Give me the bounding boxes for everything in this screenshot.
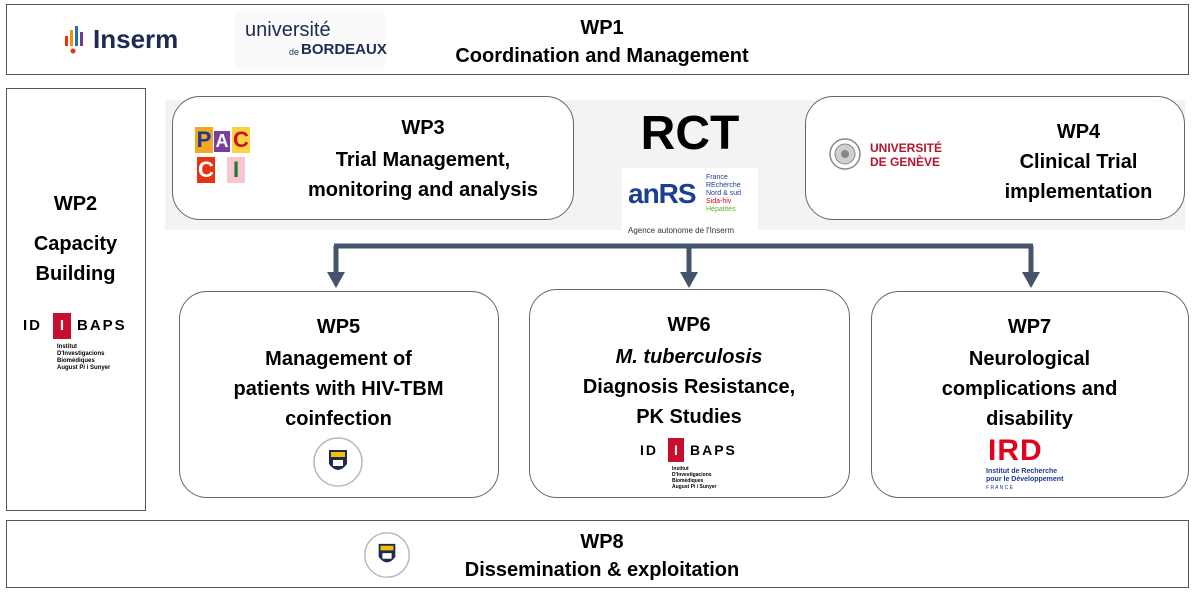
wp7-code: WP7: [1007, 316, 1052, 338]
wp8-title: Dissemination & exploitation: [464, 559, 740, 581]
unige-seal-icon: [829, 138, 861, 170]
rct-label: RCT: [640, 107, 740, 160]
idibaps-logo: ID I BAPS Institut D'Investigacions Biom…: [21, 311, 135, 377]
wp6-line2: Diagnosis Resistance,: [582, 376, 796, 398]
wp7-box: WP7 Neurological complications and disab…: [871, 291, 1189, 498]
pacci-c2: C: [197, 157, 215, 183]
idibaps-sub4: August Pi i Sunyer: [57, 365, 111, 371]
wp1-box: Inserm université de BORDEAUX WP1 Coordi…: [6, 4, 1189, 75]
pacci-c1: C: [232, 127, 250, 153]
wp3-box: P A C C I WP3 Trial Management, monitori…: [172, 96, 574, 220]
wp2-box: WP2 Capacity Building ID I BAPS Institut…: [6, 88, 146, 511]
ird-wordmark: IRD: [988, 434, 1043, 467]
unige-logo: UNIVERSITÉ DE GENÈVE: [828, 135, 968, 175]
ubx-de-text: de: [289, 47, 300, 57]
wp2-code: WP2: [53, 193, 98, 215]
anrs-r3: Nord & sud: [706, 190, 742, 197]
inserm-bars-icon: [65, 26, 83, 54]
arrowhead-wp7: [1022, 272, 1040, 288]
wp3-code: WP3: [401, 117, 445, 139]
wp6-line3: PK Studies: [636, 406, 742, 428]
ubx-bottom-text: BORDEAUX: [301, 41, 387, 58]
wp5-box: WP5 Management of patients with HIV-TBM …: [179, 291, 499, 498]
anrs-r1: France: [706, 174, 728, 181]
arrowhead-wp5: [327, 272, 345, 288]
anrs-subtitle: Agence autonome de l'Inserm: [628, 226, 735, 235]
wp7-line3: disability: [986, 408, 1073, 430]
idibaps-sub4: August Pi i Sunyer: [672, 484, 717, 490]
unige-line2: DE GENÈVE: [870, 155, 941, 169]
uct-crest-icon: [313, 437, 363, 487]
pacci-a: A: [214, 131, 230, 152]
universite-bordeaux-logo: université de BORDEAUX: [235, 11, 387, 69]
wp1-code: WP1: [580, 17, 624, 39]
idibaps-sub3: Biomèdiques: [57, 358, 95, 364]
wp8-box: WP8 Dissemination & exploitation: [6, 520, 1189, 588]
idibaps-sub2: D'Investigacions: [672, 472, 712, 478]
wp2-line1: Capacity: [33, 233, 118, 255]
anrs-r2: REcherche: [706, 182, 741, 189]
wp4-line1: Clinical Trial: [1019, 151, 1138, 173]
ird-logo: IRD Institut de Recherche pour le Dévelo…: [982, 434, 1092, 494]
anrs-r5: Hépatites: [706, 206, 736, 213]
unige-line1: UNIVERSITÉ: [870, 141, 943, 155]
inserm-logo: Inserm: [65, 24, 215, 58]
ird-sub2: pour le Développement: [986, 476, 1064, 483]
wp3-line2: monitoring and analysis: [307, 179, 539, 201]
uct-crest-icon: [364, 532, 410, 578]
wp7-line2: complications and: [941, 378, 1118, 400]
wp5-line3: coinfection: [285, 408, 392, 430]
inserm-wordmark: Inserm: [93, 24, 179, 54]
wp7-line1: Neurological: [968, 348, 1091, 370]
arrowhead-wp6: [680, 272, 698, 288]
idibaps-baps: BAPS: [690, 442, 737, 458]
pacci-logo: P A C C I: [193, 127, 253, 187]
wp6-code: WP6: [667, 314, 711, 336]
idibaps-id: ID: [23, 317, 42, 334]
pacci-p: P: [195, 127, 213, 153]
ird-sub1: Institut de Recherche: [986, 468, 1058, 475]
anrs-r4: Sida-hiv: [706, 198, 732, 205]
idibaps-i: I: [53, 313, 71, 339]
wp3-line1: Trial Management,: [335, 149, 511, 171]
idibaps-sub2: D'Investigacions: [57, 351, 105, 357]
wp8-code: WP8: [580, 531, 624, 553]
wp5-code: WP5: [316, 316, 361, 338]
idibaps-logo-wp6: ID I BAPS Institut D'Investigacions Biom…: [638, 438, 752, 496]
wp4-box: UNIVERSITÉ DE GENÈVE WP4 Clinical Trial …: [805, 96, 1185, 220]
idibaps-i: I: [668, 438, 684, 462]
wp2-line2: Building: [35, 263, 116, 285]
wp1-title: Coordination and Management: [455, 45, 749, 67]
anrs-logo: anRS France REcherche Nord & sud Sida-hi…: [622, 168, 758, 240]
idibaps-id: ID: [640, 442, 658, 458]
idibaps-sub3: Biomèdiques: [672, 478, 704, 484]
wp4-code: WP4: [1056, 121, 1101, 143]
wp6-line1: M. tuberculosis: [615, 346, 763, 368]
idibaps-sub1: Institut: [672, 466, 689, 472]
idibaps-sub1: Institut: [57, 344, 77, 350]
pacci-i: I: [227, 157, 245, 183]
anrs-wordmark: anRS: [628, 178, 697, 209]
wp4-line2: implementation: [1004, 181, 1153, 203]
ubx-top-text: université: [245, 19, 331, 41]
idibaps-baps: BAPS: [77, 317, 127, 334]
wp6-box: WP6 M. tuberculosis Diagnosis Resistance…: [529, 289, 850, 498]
wp5-line1: Management of: [265, 348, 412, 370]
wp5-line2: patients with HIV-TBM: [233, 378, 444, 400]
ird-sub3: F R A N C E: [986, 485, 1013, 491]
